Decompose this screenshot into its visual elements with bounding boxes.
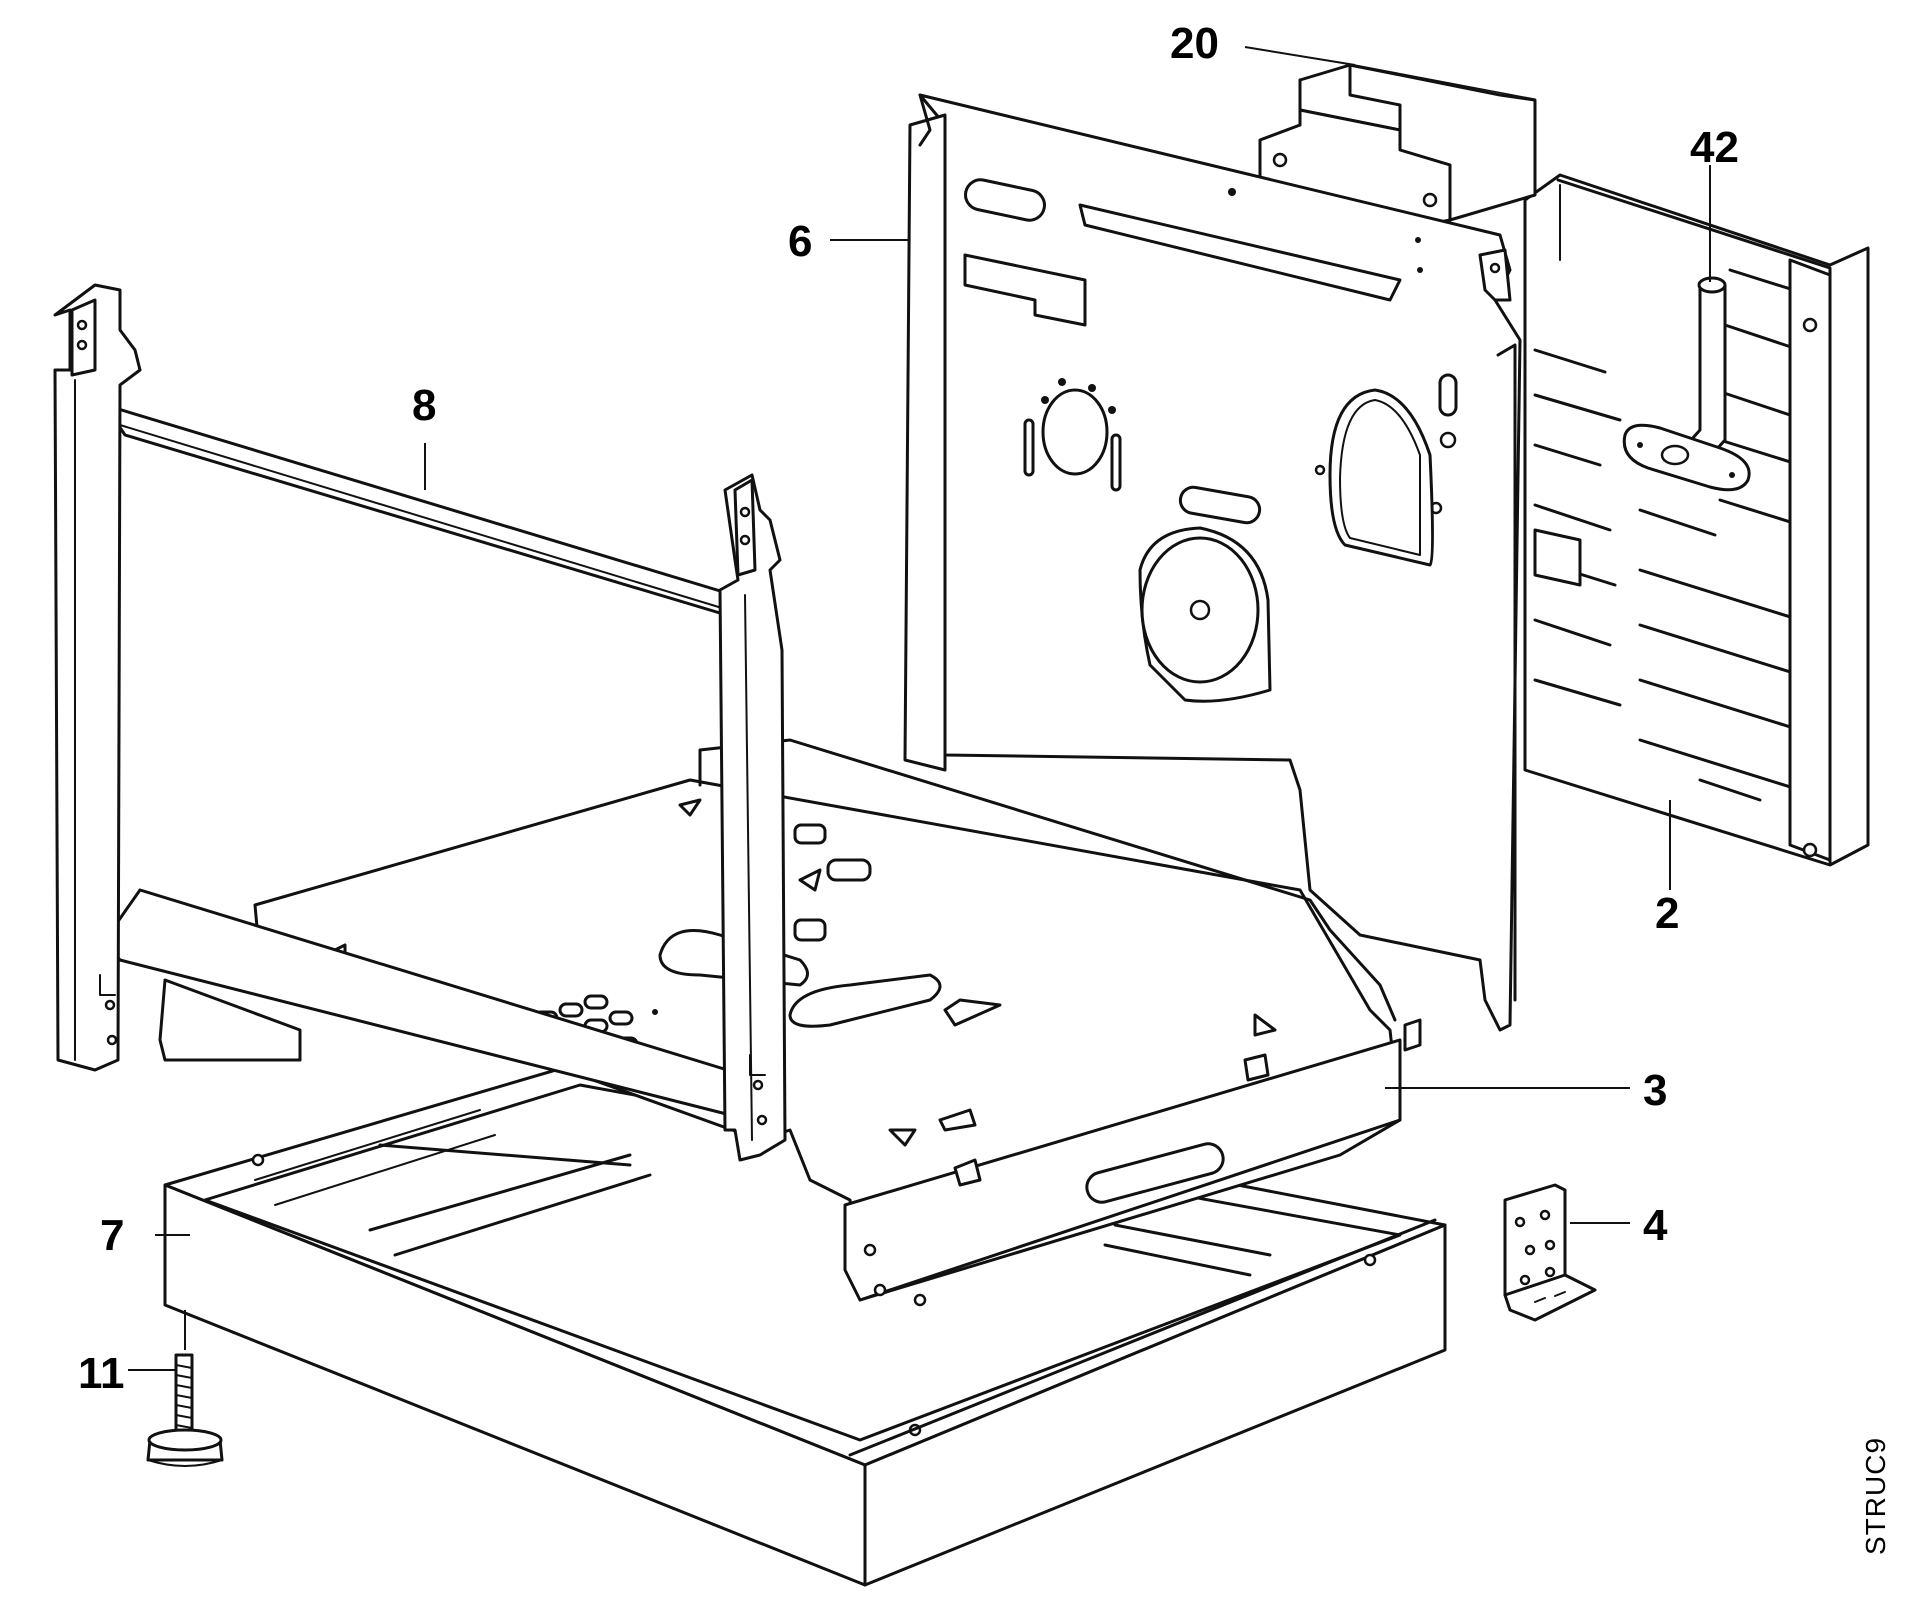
callout-11: 11: [78, 1349, 125, 1398]
callout-7: 7: [100, 1211, 124, 1260]
leader-lines: [128, 46, 1711, 1371]
part-8-frame: [53, 283, 787, 1162]
callouts: 20 42 6 8 2 3 7 4 11: [78, 19, 1739, 1398]
part-7-plinth: [163, 1058, 1447, 1587]
callout-3: 3: [1643, 1066, 1667, 1115]
drawing-code: STRUC9: [1860, 1437, 1891, 1555]
part-20-top-box: [1258, 63, 1537, 232]
part-6-back-panel: [903, 93, 1522, 1032]
callout-4: 4: [1643, 1201, 1668, 1250]
part-2-side-panel: [1523, 173, 1870, 867]
callout-2: 2: [1655, 889, 1679, 938]
callout-20: 20: [1170, 19, 1219, 68]
callout-42: 42: [1690, 123, 1739, 172]
part-42-pipe: [1622, 276, 1751, 492]
part-4-bracket: [1503, 1183, 1597, 1322]
part-11-foot: [146, 1353, 224, 1467]
callout-6: 6: [788, 217, 812, 266]
callout-8: 8: [412, 381, 436, 430]
